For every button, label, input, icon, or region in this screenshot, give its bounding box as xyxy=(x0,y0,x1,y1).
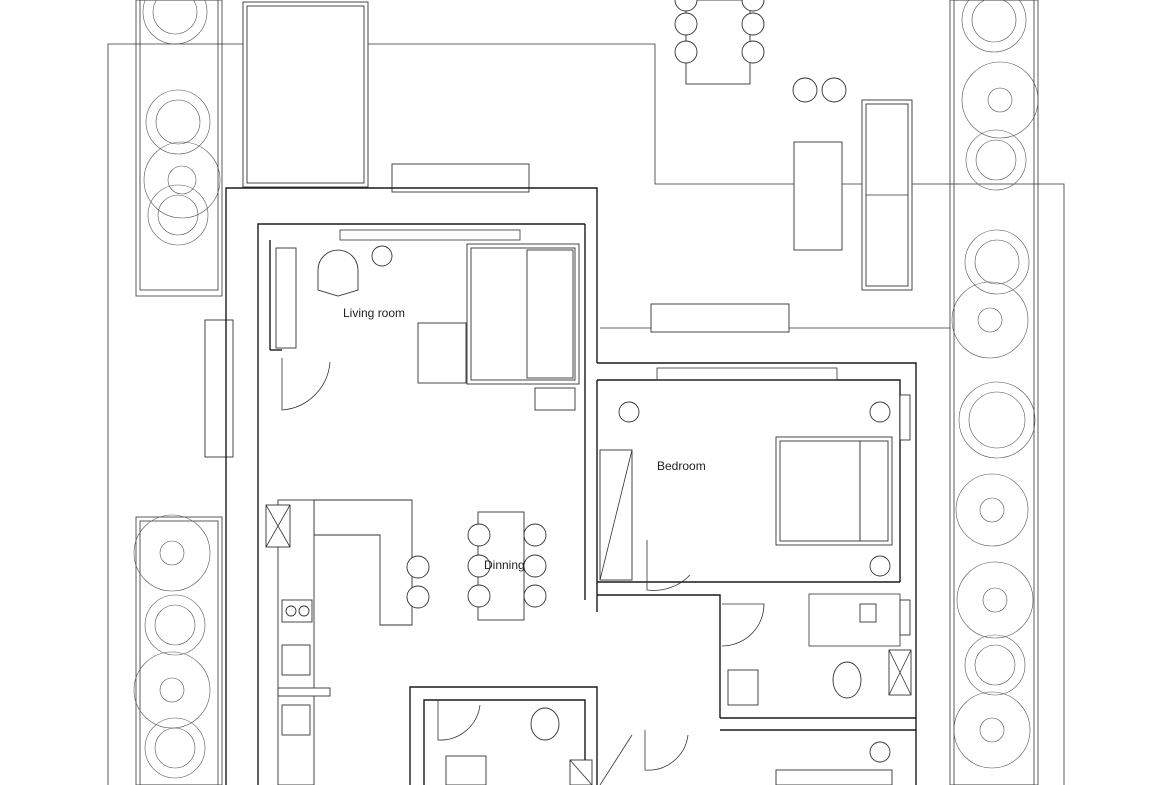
coffee-table xyxy=(793,141,843,251)
door-swing xyxy=(281,358,331,411)
door-swing xyxy=(646,540,691,591)
bathroom-left xyxy=(437,700,593,785)
door-swing xyxy=(437,700,481,741)
kitchen-counter xyxy=(313,499,413,626)
tree-icon xyxy=(961,0,1027,53)
bathroom-right xyxy=(721,593,912,706)
tree-icon xyxy=(147,184,209,246)
sink xyxy=(281,644,311,676)
shelf xyxy=(275,247,297,349)
bed xyxy=(775,769,893,785)
left-planter-bottom xyxy=(133,514,223,785)
lamp xyxy=(618,401,640,423)
coffee-table xyxy=(417,322,467,384)
tree-icon xyxy=(144,717,206,779)
tree-icon xyxy=(133,651,211,729)
tree-icon xyxy=(951,281,1029,359)
stool xyxy=(821,77,847,103)
tree-icon xyxy=(955,473,1029,547)
tree-icon xyxy=(964,634,1026,696)
door-swing xyxy=(721,603,765,647)
sink xyxy=(445,755,487,785)
armchair xyxy=(317,249,359,297)
tree-icon xyxy=(142,0,208,45)
room-label-dining: Dinning xyxy=(484,558,525,572)
door-swing xyxy=(644,730,689,771)
outdoor-table xyxy=(685,0,751,85)
bar-stool xyxy=(406,585,430,609)
side-table xyxy=(371,245,393,267)
lamp xyxy=(869,555,891,577)
left-planter-top xyxy=(135,0,223,297)
stove-icon xyxy=(281,599,313,623)
room-label-living: Living room xyxy=(343,306,405,320)
room-label-bedroom: Bedroom xyxy=(657,459,706,473)
tree-icon xyxy=(143,141,221,219)
tree-icon xyxy=(956,561,1034,639)
lamp xyxy=(869,401,891,423)
counter-run xyxy=(277,499,315,785)
terrace-furniture xyxy=(204,0,913,458)
living-room: Living room xyxy=(275,243,580,411)
tree-icon xyxy=(953,691,1031,769)
kitchen-dining: Dinning xyxy=(265,499,547,785)
tree-icon xyxy=(133,514,211,592)
sink xyxy=(727,669,759,706)
tree-icon xyxy=(964,229,1030,295)
stool xyxy=(792,77,818,103)
toilet xyxy=(530,707,560,741)
tree-icon xyxy=(958,381,1036,459)
tree-icon xyxy=(961,61,1039,139)
bar-stool xyxy=(406,555,430,579)
tree-icon xyxy=(144,594,206,656)
bedroom: Bedroom xyxy=(599,394,911,591)
second-bedroom xyxy=(599,730,893,785)
right-planter xyxy=(949,0,1039,785)
tree-icon xyxy=(965,129,1027,191)
tree-icon xyxy=(145,89,211,155)
toilet xyxy=(832,661,862,699)
lamp xyxy=(869,741,891,763)
walls xyxy=(225,187,917,785)
